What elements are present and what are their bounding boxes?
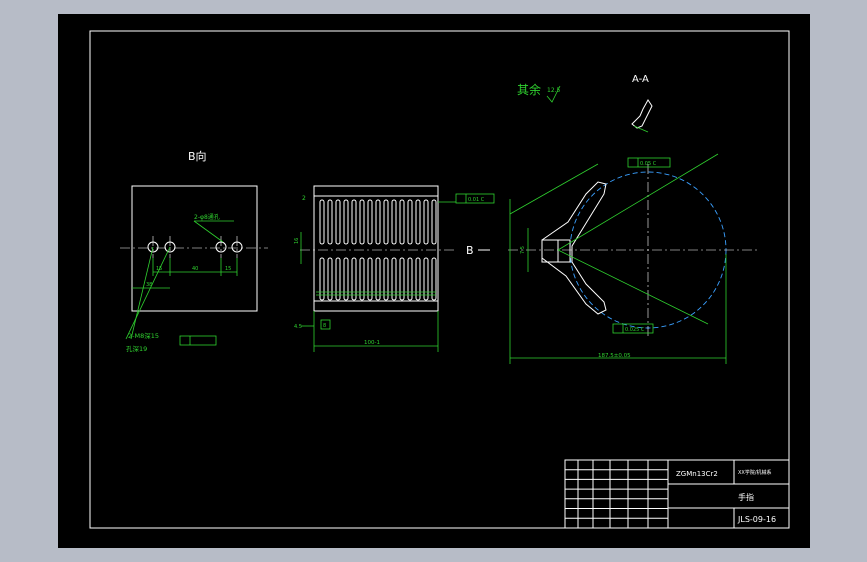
svg-text:40: 40: [192, 266, 198, 272]
fin-slot: [351, 199, 357, 245]
fin-slot: [407, 257, 413, 301]
section-b-label: B: [466, 244, 474, 257]
svg-text:2: 2: [302, 195, 306, 202]
material-text: ZGMn13Cr2: [676, 470, 718, 478]
view-b: B向 15 40 15 38 2-φ8通孔 2-M8深15 孔深19: [120, 149, 268, 353]
fin-slot: [423, 257, 429, 301]
fin-slot: [415, 257, 421, 301]
drawing-canvas: B向 15 40 15 38 2-φ8通孔 2-M8深15 孔深19: [58, 14, 810, 548]
svg-text:8: 8: [323, 323, 326, 329]
svg-text:187.5±0.05: 187.5±0.05: [598, 353, 631, 359]
svg-text:2-M8深15: 2-M8深15: [128, 331, 159, 340]
fin-slot: [399, 199, 405, 245]
svg-text:100-1: 100-1: [364, 340, 380, 346]
view-front: 100-1 4.5 8 16 2 0.01 C: [294, 185, 495, 352]
svg-text:4.5: 4.5: [294, 324, 302, 330]
fin-slot: [327, 199, 333, 245]
svg-text:0.025 C: 0.025 C: [625, 327, 645, 333]
fin-slot: [343, 199, 349, 245]
svg-text:0.01 C: 0.01 C: [468, 197, 485, 203]
fin-slot: [319, 199, 325, 245]
svg-text:孔深19: 孔深19: [126, 344, 147, 353]
fin-slot: [359, 257, 365, 301]
fin-slot: [375, 199, 381, 245]
svg-text:16: 16: [294, 238, 300, 244]
fin-slot: [399, 257, 405, 301]
fin-slot: [359, 199, 365, 245]
svg-text:38: 38: [146, 282, 152, 288]
svg-text:0.05 C: 0.05 C: [640, 161, 657, 167]
title-block: ZGMn13Cr2 XX学院/机械系 手指 JLS-09-16: [564, 459, 790, 529]
svg-text:2-φ8通孔: 2-φ8通孔: [194, 213, 220, 221]
fin-slot: [335, 257, 341, 301]
fin-slot: [383, 257, 389, 301]
drawing-no-text: JLS-09-16: [737, 515, 776, 524]
fin-slot: [351, 257, 357, 301]
fin-slot: [367, 257, 373, 301]
svg-text:12.5: 12.5: [547, 87, 561, 94]
fin-slot: [319, 257, 325, 301]
surface-rest-label: 其余: [517, 82, 541, 97]
svg-text:15: 15: [225, 266, 231, 272]
fin-slot: [391, 257, 397, 301]
view-side: 其余 12.5 A-A 187.5±0.05 7.5 0.05 C 0.025 …: [508, 74, 760, 364]
cad-drawing: B向 15 40 15 38 2-φ8通孔 2-M8深15 孔深19: [89, 30, 790, 529]
fin-slot: [383, 199, 389, 245]
drawing-border: [89, 30, 790, 529]
fin-slot: [327, 257, 333, 301]
fin-slot: [367, 199, 373, 245]
fin-slot: [375, 257, 381, 301]
fin-slot: [391, 199, 397, 245]
fin-slot: [423, 199, 429, 245]
part-name-text: 手指: [738, 492, 754, 502]
view-b-label: B向: [188, 149, 207, 163]
fin-slot: [343, 257, 349, 301]
fin-slot: [415, 199, 421, 245]
fin-slot: [407, 199, 413, 245]
section-aa-label: A-A: [632, 74, 649, 85]
school-text: XX学院/机械系: [738, 469, 772, 476]
svg-text:7.5: 7.5: [520, 246, 526, 254]
fin-slot: [431, 257, 437, 301]
section-b-marker: B: [466, 244, 490, 257]
fin-slot: [335, 199, 341, 245]
fin-slot: [431, 199, 437, 245]
